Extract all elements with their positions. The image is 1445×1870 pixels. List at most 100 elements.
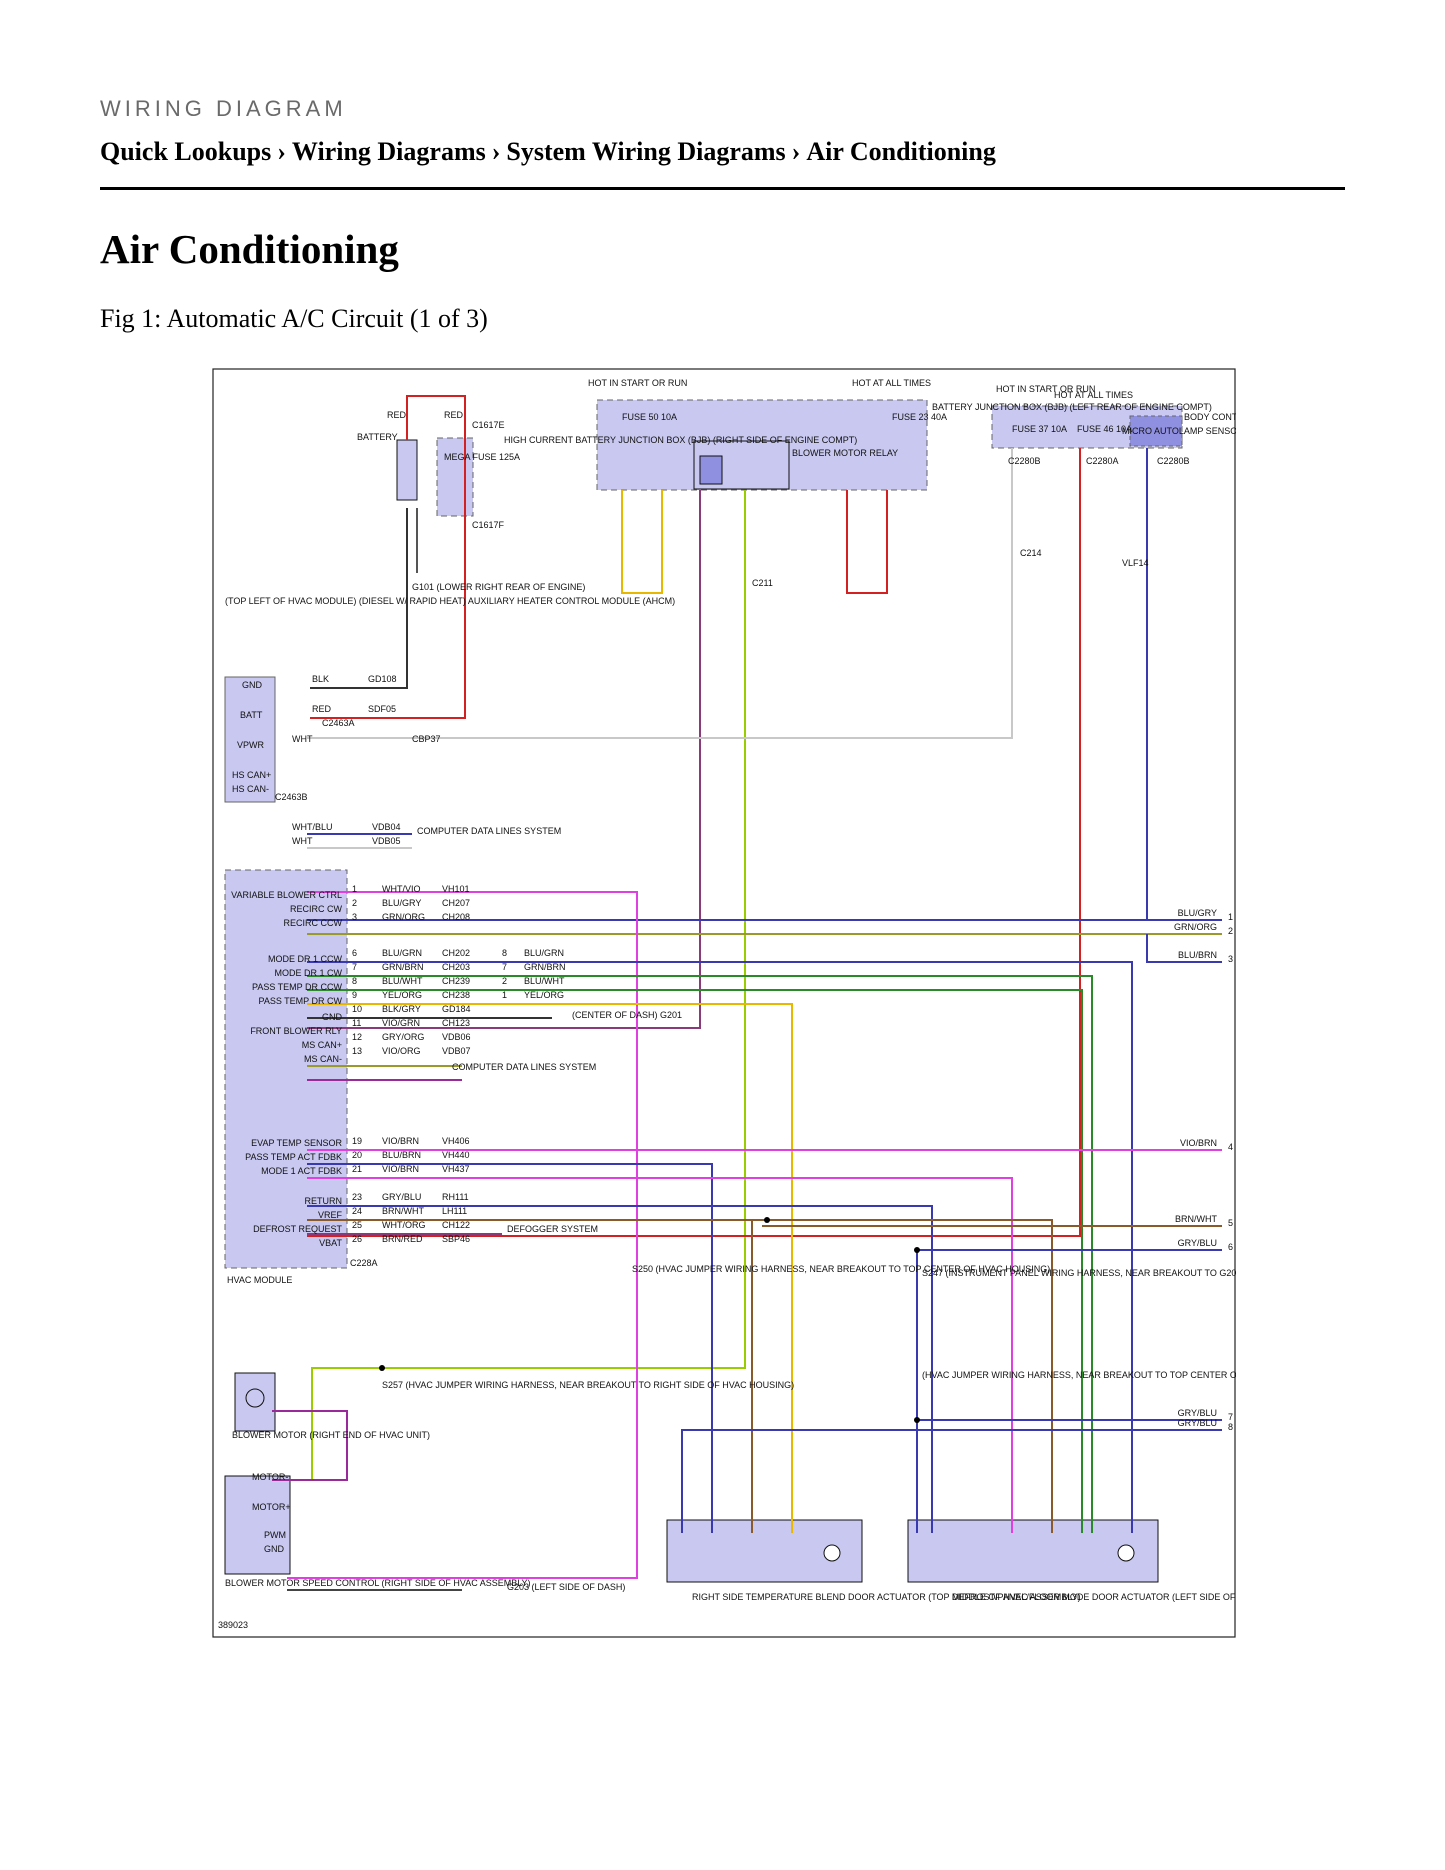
ahcm-location-label: (TOP LEFT OF HVAC MODULE) (DIESEL W/ RAP…: [225, 596, 675, 606]
hvac-wire-pin-number: 6: [352, 948, 357, 958]
hot-all-times-label: HOT AT ALL TIMES: [852, 378, 931, 388]
ahcm-wire-5-circuit: VDB05: [372, 836, 401, 846]
hvac-pin-label: DEFROST REQUEST: [253, 1224, 342, 1234]
hvac-misc-label-group: HVAC MODULE C228A (CENTER OF DASH) G201 …: [227, 1010, 682, 1285]
hvac-wire-circuit-label: CH238: [442, 990, 470, 1000]
c2463a-label: C2463A: [322, 718, 355, 728]
c211-label: C211: [752, 578, 773, 588]
hvac-wire-circuit-label: VDB06: [442, 1032, 471, 1042]
vio-grn-wire: [307, 490, 701, 1029]
hvac-wire-color-label: BLU/GRN: [382, 948, 422, 958]
breadcrumb-separator: ›: [491, 137, 501, 166]
hvac-wire-circuit-label: CH122: [442, 1220, 470, 1230]
s251-splice-dot: [914, 1417, 920, 1423]
c214-pin-number: 8: [502, 948, 507, 958]
blu-brn-bcm-wire: [1146, 934, 1222, 963]
ahcm-pin-hs-can-plus: HS CAN+: [232, 770, 271, 780]
c214-top-label: C214: [1020, 548, 1042, 558]
hvac-wire-color-label: GRN/ORG: [382, 912, 425, 922]
gry-blu-temp-wire: [681, 1429, 917, 1533]
hvac-module-label: HVAC MODULE: [227, 1275, 292, 1285]
right-side-pin-number: 5: [1228, 1218, 1233, 1228]
c214-pin-number: 7: [502, 962, 507, 972]
hvac-wire-color-label: WHT/ORG: [382, 1220, 426, 1230]
hvac-wire-circuit-label: LH111: [442, 1206, 467, 1216]
hot-all-times-label-2: HOT AT ALL TIMES: [1054, 390, 1133, 400]
hvac-wire-pin-number: 3: [352, 912, 357, 922]
blower-motor-symbol: [245, 1388, 265, 1408]
blower-speed-control-label: BLOWER MOTOR SPEED CONTROL (RIGHT SIDE O…: [225, 1578, 531, 1588]
hvac-wire-circuit-label: CH208: [442, 912, 470, 922]
c228a-label: C228A: [350, 1258, 378, 1268]
c214-wire-color: YEL/ORG: [524, 990, 564, 1000]
ahcm-pin-gnd: GND: [242, 680, 263, 690]
s247-label: S247 (INSTRUMENT PANEL WIRING HARNESS, N…: [922, 1268, 1236, 1278]
blu-brn-fdbk-wire: [307, 1163, 713, 1533]
return-wire: [307, 1205, 933, 1533]
hvac-wire-pin-number: 2: [352, 898, 357, 908]
hvac-pin-label: GND: [322, 1012, 343, 1022]
hvac-wire-circuit-label: VH406: [442, 1136, 470, 1146]
hvac-pin-label: MS CAN+: [302, 1040, 342, 1050]
wht-vio-wire: [287, 891, 638, 1579]
page-title: Air Conditioning: [100, 226, 399, 272]
breadcrumb-item-system-wiring-diagrams[interactable]: System Wiring Diagrams: [506, 137, 786, 166]
ahcm-wire-3-circuit: CBP37: [412, 734, 441, 744]
fuse-37-label: FUSE 37 10A: [1012, 424, 1067, 434]
hvac-wire-color-label: WHT/VIO: [382, 884, 421, 894]
ahcm-wire-3-color: WHT: [292, 734, 313, 744]
fuse-50-label: FUSE 50 10A: [622, 412, 677, 422]
hvac-wire-color-label: BRN/WHT: [382, 1206, 424, 1216]
hvac-wire-color-label: BLU/GRY: [382, 898, 421, 908]
breadcrumb-item-wiring-diagrams[interactable]: Wiring Diagrams: [291, 137, 486, 166]
hvac-wire-color-label: GRY/ORG: [382, 1032, 424, 1042]
g201-label: (CENTER OF DASH) G201: [572, 1010, 682, 1020]
g101-label: G101 (LOWER RIGHT REAR OF ENGINE): [412, 582, 585, 592]
ahcm-data-lines-label: COMPUTER DATA LINES SYSTEM: [417, 826, 561, 836]
hvac-wire-pin-number: 25: [352, 1220, 362, 1230]
c214-wire-color: BLU/GRN: [524, 948, 564, 958]
bjb-label: BATTERY JUNCTION BOX (BJB) (LEFT REAR OF…: [932, 402, 1212, 412]
breadcrumb-separator: ›: [277, 137, 286, 166]
hvac-wire-color-label: BRN/RED: [382, 1234, 423, 1244]
right-side-pin-number: 3: [1228, 954, 1233, 964]
hvac-pin-label: RETURN: [305, 1196, 343, 1206]
hvac-wire-circuit-label: CH202: [442, 948, 470, 958]
hvac-wire-pin-number: 10: [352, 1004, 362, 1014]
hvac-wire-color-label: BLK/GRY: [382, 1004, 421, 1014]
hvac-wire-pin-number: 11: [352, 1018, 361, 1028]
breadcrumb-separator: ›: [791, 137, 801, 166]
hvac-wire-circuit-label: VDB07: [442, 1046, 471, 1056]
c1617f-label: C1617F: [472, 520, 505, 530]
ms-can-data-lines-label: COMPUTER DATA LINES SYSTEM: [452, 1062, 596, 1072]
blk-gnd-wire: [310, 508, 408, 689]
hvac-wire-circuit-label: VH101: [442, 884, 470, 894]
section-eyebrow: WIRING DIAGRAM: [100, 96, 347, 121]
ahcm-wire-1-circuit: GD108: [368, 674, 397, 684]
blower-motor-box: [234, 1372, 276, 1432]
hbjb-label: HIGH CURRENT BATTERY JUNCTION BOX (BJB) …: [504, 435, 857, 445]
blower-motor-label: BLOWER MOTOR (RIGHT END OF HVAC UNIT): [232, 1430, 430, 1440]
relay-coil: [699, 455, 723, 485]
hvac-wire-circuit-label: CH203: [442, 962, 470, 972]
ahcm-wire-2-circuit: SDF05: [368, 704, 396, 714]
hvac-wire-pin-number: 20: [352, 1150, 362, 1160]
battery-red-wire: [310, 395, 466, 719]
top-label-group: HOT IN START OR RUN HOT AT ALL TIMES HOT…: [357, 378, 1236, 592]
hvac-pin-label: VBAT: [319, 1238, 342, 1248]
yel-org-ch238-wire: [307, 1003, 793, 1533]
hvac-wire-pin-number: 21: [352, 1164, 362, 1174]
right-side-wire-color: GRY/BLU: [1178, 1408, 1217, 1418]
right-side-pin-number: 7: [1228, 1412, 1233, 1422]
right-side-pin-number: 2: [1228, 926, 1233, 936]
figure-id-label: 389023: [218, 1620, 248, 1630]
hvac-wire-color-label: VIO/GRN: [382, 1018, 420, 1028]
ahcm-label-group: (TOP LEFT OF HVAC MODULE) (DIESEL W/ RAP…: [225, 596, 675, 846]
hvac-wire-pin-number: 19: [352, 1136, 362, 1146]
breadcrumb-item-quick-lookups[interactable]: Quick Lookups: [100, 137, 272, 166]
hvac-wire-pin-number: 23: [352, 1192, 362, 1202]
fuse-23-label: FUSE 23 40A: [892, 412, 947, 422]
breadcrumb-item-air-conditioning[interactable]: Air Conditioning: [806, 137, 996, 166]
ahcm-pin-batt: BATT: [240, 710, 263, 720]
